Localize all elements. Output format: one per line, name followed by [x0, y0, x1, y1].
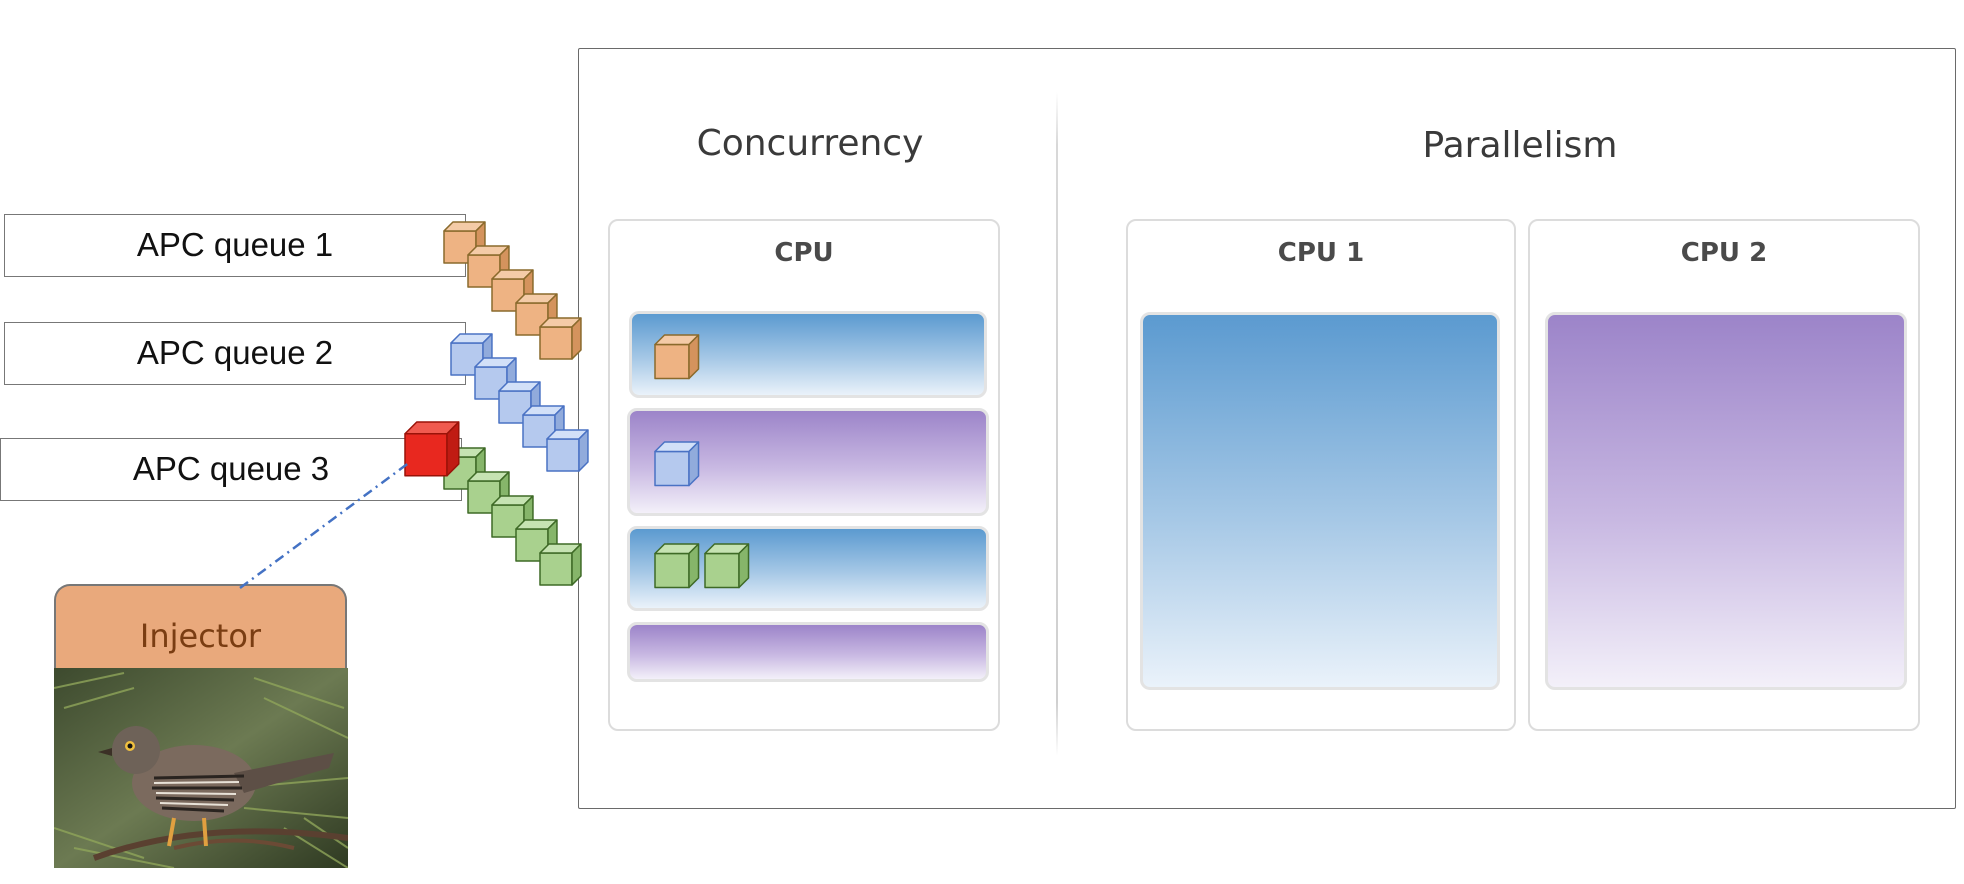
apc-queue-3: APC queue 3: [0, 438, 462, 501]
injected-apc-cube: [404, 421, 460, 477]
cpu-slice-1-cube: [654, 334, 700, 380]
cpu-1-workload: [1140, 312, 1500, 690]
cpu-2-label: CPU 2: [1680, 238, 1768, 268]
time-slice-4: [627, 622, 989, 682]
concurrency-title: Concurrency: [696, 123, 924, 164]
cpu-slice-3-cube: [654, 543, 700, 589]
cuckoo-photo-illustration: [54, 668, 348, 868]
apc-queue-2: APC queue 2: [4, 322, 466, 385]
injector-box: [54, 584, 347, 674]
injector-label: Injector: [139, 617, 262, 655]
apc-queue-1: APC queue 1: [4, 214, 466, 277]
queue-1-item-cube: [539, 317, 582, 360]
cpu-1-label: CPU 1: [1277, 238, 1365, 268]
cpu-slice-2-cube: [654, 441, 700, 487]
time-slice-2: [627, 408, 989, 516]
cpu-slice-3-cube: [704, 543, 750, 589]
cuckoo-bird-image: [54, 668, 348, 868]
parallelism-title: Parallelism: [1422, 125, 1618, 166]
injection-connector-line: [239, 460, 411, 590]
queue-3-item-cube: [539, 543, 582, 586]
section-divider: [1056, 92, 1058, 756]
cpu-2-workload: [1545, 312, 1907, 690]
queue-2-item-cube: [546, 429, 589, 472]
cpu-label: CPU: [774, 238, 834, 268]
